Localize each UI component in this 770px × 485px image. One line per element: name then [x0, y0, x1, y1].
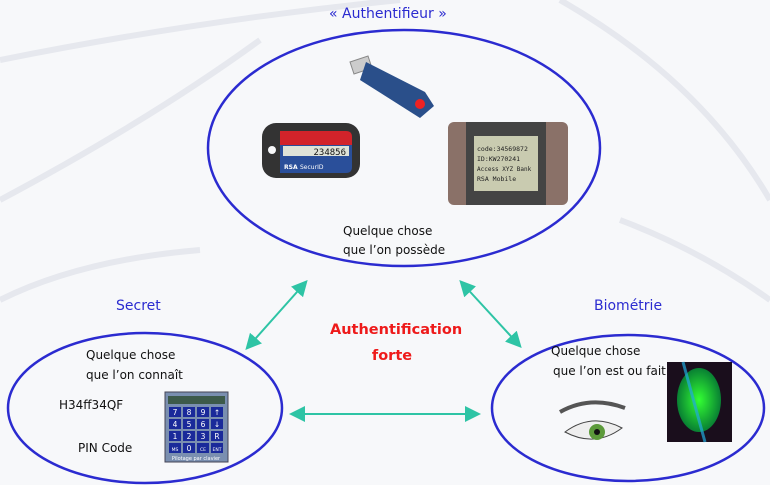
keypad-key-label: 3	[201, 432, 206, 441]
keypad-caption: Pilotage par clavier	[172, 456, 221, 462]
keypad-key	[183, 407, 195, 417]
keypad-key-label: ↑	[214, 408, 220, 417]
biometrie-ellipse	[490, 333, 766, 483]
keypad-key	[169, 431, 181, 441]
rsa-securid-token-image: 234856 RSA SecurID	[262, 123, 360, 178]
keypad-key-label: 1	[173, 432, 178, 441]
keypad-key	[211, 431, 223, 441]
possession-ellipse	[206, 28, 602, 268]
arrow-possession-biometrie	[459, 280, 522, 348]
center-line1: Authentification	[330, 322, 463, 338]
possession-line1: Quelque chose	[343, 224, 433, 238]
phone-line: RSA Mobile	[477, 175, 516, 183]
password-example: H34ff34QF	[59, 398, 124, 412]
keypad-key	[197, 419, 209, 429]
keypad-key-label: 0	[187, 444, 192, 453]
biometrie-label: Quelque chose que l’on est ou fait	[551, 341, 666, 381]
keypad-key	[183, 431, 195, 441]
authentifieur-title: « Authentifieur »	[329, 6, 447, 22]
keypad-key	[169, 443, 181, 453]
keypad-key-label: 6	[201, 420, 206, 429]
keypad-key	[183, 419, 195, 429]
keypad-key	[197, 443, 209, 453]
keypad-key-label: 7	[173, 408, 178, 417]
keypad-key	[211, 419, 223, 429]
phone-line: code:34569872	[477, 145, 528, 153]
keypad-key	[169, 407, 181, 417]
token-code: 234856	[313, 148, 346, 158]
secret-title: Secret	[116, 298, 161, 314]
keypad-key	[211, 407, 223, 417]
phone-line: ID:KW270241	[477, 155, 520, 163]
usb-key-image	[349, 55, 434, 118]
biometrie-line2: que l’on est ou fait	[553, 364, 666, 378]
secret-ellipse	[6, 331, 284, 485]
fingerprint-image	[667, 361, 732, 443]
biometrie-line1: Quelque chose	[551, 344, 641, 358]
token-brand: RSA	[284, 164, 298, 171]
pin-code-label: PIN Code	[78, 441, 133, 455]
center-label: Authentification forte	[330, 317, 463, 369]
token-product: SecurID	[300, 164, 324, 171]
arrow-secret-possession	[245, 280, 308, 350]
keypad-key-label: 8	[187, 408, 192, 417]
keypad-key-label: MS	[172, 447, 179, 453]
secret-line2: que l’on connaît	[86, 368, 183, 382]
keypad-key-label: ↓	[214, 420, 220, 429]
background-pattern	[0, 0, 770, 303]
keypad-key-label: ENT	[213, 447, 222, 453]
keypad-key	[197, 431, 209, 441]
keypad-key	[197, 407, 209, 417]
keypad-key	[183, 443, 195, 453]
mobile-phone-image: code:34569872 ID:KW270241 Access XYZ Ban…	[448, 122, 568, 205]
keypad-key-label: CE	[200, 447, 206, 453]
secret-label: Quelque chose que l’on connaît	[86, 345, 183, 385]
possession-label: Quelque chose que l’on possède	[343, 222, 445, 260]
eye-image	[559, 400, 626, 440]
possession-line2: que l’on possède	[343, 243, 446, 257]
keypad-key-label: 5	[187, 420, 192, 429]
keypad-key-label: 9	[201, 408, 206, 417]
keypad-key-label: R	[214, 432, 219, 441]
biometrie-title: Biométrie	[594, 298, 663, 314]
keypad-key-label: 2	[187, 432, 192, 441]
secret-line1: Quelque chose	[86, 348, 176, 362]
center-line2: forte	[371, 348, 413, 364]
keypad-key	[211, 443, 223, 453]
phone-line: Access XYZ Bank	[477, 166, 532, 173]
keypad-key-label: 4	[173, 420, 178, 429]
keypad-key	[169, 419, 181, 429]
